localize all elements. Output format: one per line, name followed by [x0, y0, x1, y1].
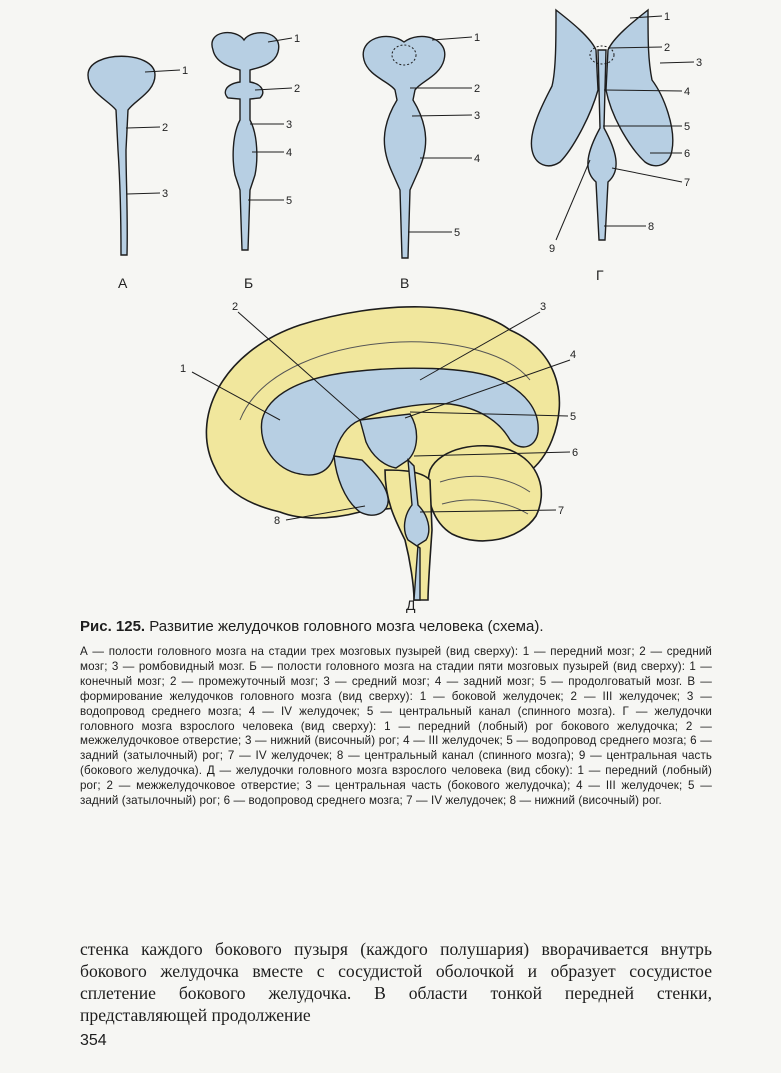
panel-g-third-ventricle: [587, 49, 617, 241]
panel-g-right-ventricle: [605, 8, 674, 167]
panel-g-label-9: 9: [549, 243, 555, 255]
panel-g-letter: Г: [596, 267, 604, 283]
panel-b-letter: Б: [244, 275, 253, 291]
panel-b-label-5: 5: [286, 195, 292, 207]
panel-d-lateral-ventricle: [260, 367, 539, 476]
panel-g-label-3: 3: [696, 57, 702, 69]
panel-d-label-4: 4: [570, 349, 576, 361]
panel-d-label-8: 8: [274, 515, 280, 527]
panel-v-label-1: 1: [474, 32, 480, 44]
figure-caption-text: А — полости головного мозга на стадии тр…: [80, 645, 712, 808]
panel-d: 1 2 3 4 5 6 7 8 Д: [180, 301, 578, 613]
panel-v-label-2: 2: [474, 83, 480, 95]
body-paragraph: стенка каждого бокового пузыря (каждого …: [80, 939, 712, 1025]
panel-g-label-2: 2: [664, 42, 670, 54]
panel-v-letter: В: [400, 275, 409, 291]
panel-v-label-3: 3: [474, 110, 480, 122]
panel-d-letter: Д: [406, 597, 416, 613]
panel-d-cerebellum: [427, 444, 543, 542]
panel-a-label-3: 3: [162, 188, 168, 200]
panel-a-ventricle-shape: [87, 55, 156, 256]
figure-number: Рис. 125.: [80, 618, 146, 635]
panel-d-label-2: 2: [232, 301, 238, 313]
panel-v-ventricle-shape: [362, 35, 446, 259]
panel-g-label-7: 7: [684, 177, 690, 189]
panel-b-label-3: 3: [286, 119, 292, 131]
panel-v: 1 2 3 4 5 В: [362, 32, 480, 291]
panel-g-label-8: 8: [648, 221, 654, 233]
panel-d-label-5: 5: [570, 411, 576, 423]
panel-d-label-3: 3: [540, 301, 546, 313]
panel-a-label-1: 1: [182, 65, 188, 77]
panel-d-label-6: 6: [572, 447, 578, 459]
panel-d-label-7: 7: [558, 505, 564, 517]
panel-b-label-4: 4: [286, 147, 292, 159]
figure-caption-title: Рис. 125. Развитие желудочков головного …: [80, 618, 720, 635]
panel-b-ventricle-shape: [211, 31, 280, 251]
panel-g: 1 2 3 4 5 6 7 8 9 Г: [530, 8, 702, 283]
panel-a-letter: А: [118, 275, 128, 291]
panel-g-label-5: 5: [684, 121, 690, 133]
panel-g-left-ventricle: [530, 8, 599, 167]
panel-a: 1 2 3 А: [87, 55, 188, 291]
panel-v-label-4: 4: [474, 153, 480, 165]
panel-b: 1 2 3 4 5 Б: [211, 31, 300, 291]
page-number: 354: [80, 1032, 107, 1049]
panel-d-temporal-horn: [333, 455, 389, 516]
panel-g-label-1: 1: [664, 11, 670, 23]
panel-v-label-5: 5: [454, 227, 460, 239]
panel-g-label-4: 4: [684, 86, 690, 98]
panel-b-label-2: 2: [294, 83, 300, 95]
panel-b-label-1: 1: [294, 33, 300, 45]
panel-d-third-ventricle: [359, 413, 418, 469]
panel-g-label-6: 6: [684, 148, 690, 160]
panel-a-label-2: 2: [162, 122, 168, 134]
figure-title: Развитие желудочков головного мозга чело…: [149, 618, 544, 635]
panel-d-label-1: 1: [180, 363, 186, 375]
